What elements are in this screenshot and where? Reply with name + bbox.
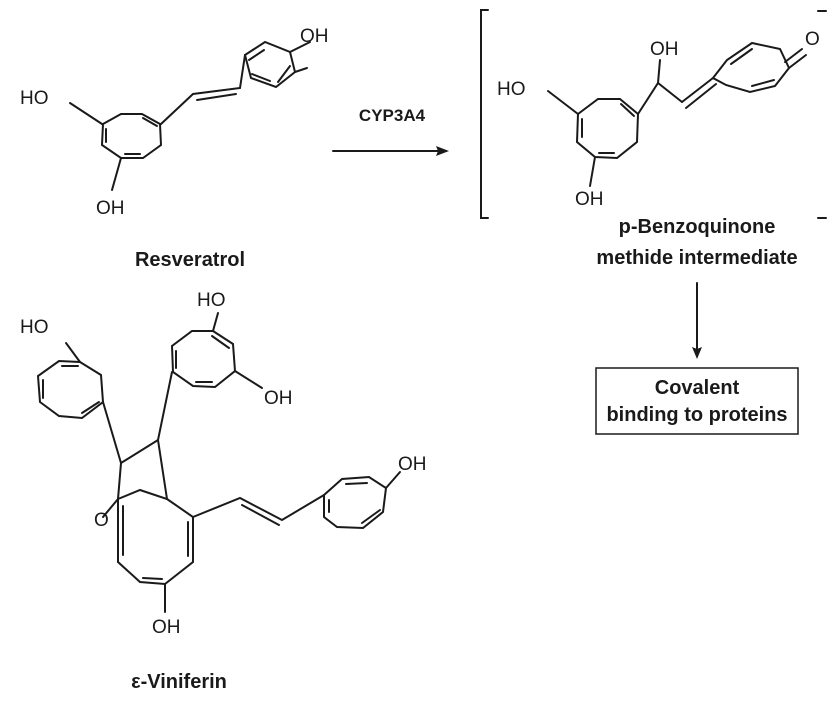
resveratrol-oh-left-label: HO <box>20 88 49 109</box>
intermediate-structure <box>547 41 807 187</box>
reaction-arrowhead <box>436 146 449 156</box>
bracket-left <box>480 9 489 219</box>
outcome-line1: Covalent <box>655 377 740 399</box>
viniferin-oh-bottom-label: OH <box>152 617 181 638</box>
binding-arrowhead <box>692 347 702 359</box>
viniferin-ring-oxygen-label: O <box>94 510 109 531</box>
resveratrol-oh-top-label: OH <box>300 26 329 47</box>
viniferin-structure <box>36 312 401 613</box>
resveratrol-oh-bottom-label: OH <box>96 198 125 219</box>
viniferin-name: ε-Viniferin <box>131 671 227 693</box>
intermediate-oh-top-label: OH <box>650 39 679 60</box>
viniferin-styryl-oh-label: OH <box>398 454 427 475</box>
viniferin-resorcinol-oh-top-label: HO <box>197 290 226 311</box>
outcome-line2: binding to proteins <box>606 404 787 426</box>
viniferin-phenol-oh-label: HO <box>20 317 49 338</box>
enzyme-label: CYP3A4 <box>359 106 426 125</box>
intermediate-oh-left-label: HO <box>497 79 526 100</box>
intermediate-name-line1: p-Benzoquinone <box>619 216 776 238</box>
intermediate-oxo-label: O <box>805 29 820 50</box>
resveratrol-name: Resveratrol <box>135 249 245 271</box>
resveratrol-structure <box>69 40 311 191</box>
viniferin-resorcinol-oh-right-label: OH <box>264 388 293 409</box>
intermediate-name-line2: methide intermediate <box>596 247 797 269</box>
outcome-box <box>595 367 799 435</box>
intermediate-oh-bottom-label: OH <box>575 189 604 210</box>
